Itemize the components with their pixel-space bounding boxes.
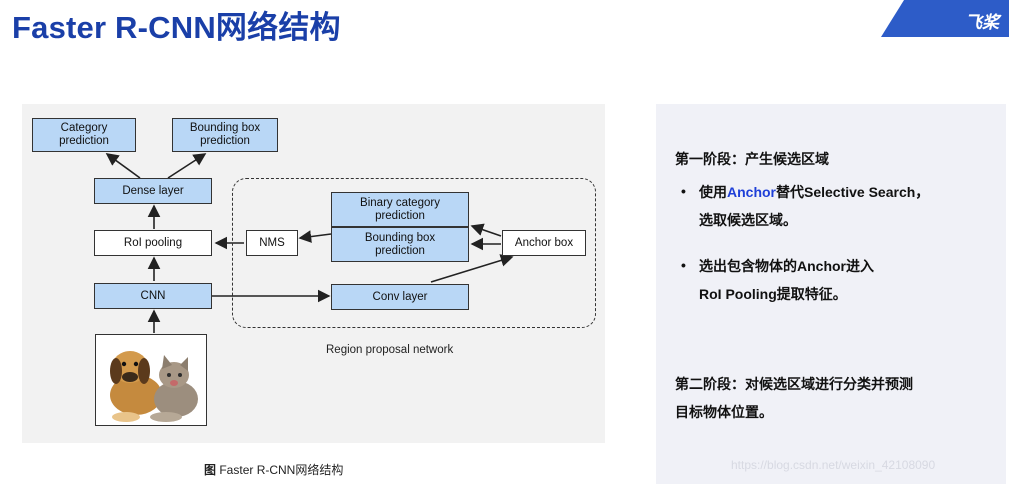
arrow-conv-to-anchor — [430, 254, 514, 283]
side-panel — [656, 104, 1006, 484]
arrow-anchor-to-binary — [470, 223, 502, 237]
input-image — [95, 334, 207, 426]
category-prediction-box: Category prediction — [32, 118, 136, 152]
logo-text: 飞桨 — [965, 13, 999, 32]
arrow-rpn-to-nms — [298, 230, 332, 243]
puppy-kitten-illustration — [96, 335, 206, 425]
bullet-1-line1: 使用Anchor替代Selective Search， — [699, 184, 930, 200]
conv-layer-box: Conv layer — [331, 284, 469, 310]
stage2-title-line1: 第二阶段：对候选区域进行分类并预测 — [675, 376, 913, 392]
bullet-1-marker: • — [681, 183, 686, 199]
rpn-dashed-region — [232, 178, 596, 328]
arrow-dense-to-bbox — [167, 153, 207, 179]
bullet-2-marker: • — [681, 257, 686, 273]
anchor-box: Anchor box — [502, 230, 586, 256]
brand-logo: 飞桨 — [881, 0, 1009, 37]
watermark: https://blog.csdn.net/weixin_42108090 — [731, 458, 936, 472]
bullet-1-line2: 选取候选区域。 — [699, 212, 797, 228]
dense-layer-box: Dense layer — [94, 178, 212, 204]
stage2-title-line2: 目标物体位置。 — [675, 404, 773, 420]
bullet-2-line1: 选出包含物体的Anchor进入 — [699, 258, 874, 274]
page-title: Faster R-CNN网络结构 — [12, 10, 341, 45]
roi-pooling-box: RoI pooling — [94, 230, 212, 256]
binary-category-box: Binary category prediction — [331, 192, 469, 227]
logo-background — [881, 0, 1009, 37]
stage1-title: 第一阶段：产生候选区域 — [675, 151, 829, 167]
bbox-prediction-box: Bounding box prediction — [172, 118, 278, 152]
arrow-dense-to-category — [105, 153, 141, 179]
bullet-2-line2: RoI Pooling提取特征。 — [699, 286, 847, 302]
cnn-box: CNN — [94, 283, 212, 309]
rpn-label: Region proposal network — [326, 344, 454, 356]
rpn-bbox-prediction-box: Bounding box prediction — [331, 227, 469, 262]
figure-caption: 图 Faster R-CNN网络结构 — [204, 463, 344, 477]
nms-box: NMS — [246, 230, 298, 256]
anchor-highlight: Anchor — [727, 184, 776, 200]
